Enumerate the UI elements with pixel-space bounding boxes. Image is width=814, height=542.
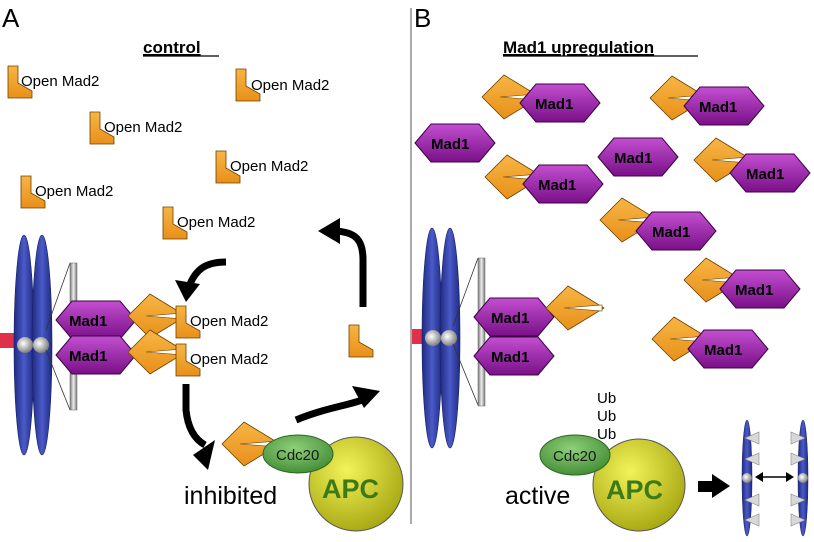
open-mad2-label: Open Mad2 (21, 73, 99, 90)
arrow-release-up (294, 386, 380, 424)
kinetochore-plate-b (477, 257, 486, 407)
inhibited-label: inhibited (184, 482, 277, 510)
mad1-label: Mad1 (699, 99, 737, 116)
panel-b-title: Mad1 upregulation (503, 38, 654, 57)
zoom-line-bottom (45, 349, 71, 411)
double-arrow (755, 472, 794, 482)
open-mad2-free-5: Open Mad2 (20, 175, 113, 209)
zoom-line-top (45, 262, 71, 331)
open-mad2-label: Open Mad2 (35, 183, 113, 200)
mad1-label: Mad1 (491, 310, 529, 327)
chromosome-b (421, 227, 461, 449)
cdc20-label: Cdc20 (553, 448, 596, 465)
mad1-free-1: Mad1 (414, 123, 496, 163)
arrow-to-anaphase (698, 474, 730, 498)
mad1-label: Mad1 (69, 313, 107, 330)
cdc20-label: Cdc20 (276, 447, 319, 464)
open-mad2-kinetochore-top: Open Mad2 (175, 305, 268, 339)
separating-chromatid-right (790, 419, 809, 537)
mad1-free-2: Mad1 (597, 137, 679, 177)
open-mad2-free-3: Open Mad2 (89, 111, 182, 145)
apc-label: APC (606, 475, 663, 505)
mad1-mad2-free-6: Mad1 (683, 257, 801, 309)
mad1-label: Mad1 (652, 224, 690, 241)
mad1-mad2-free-1: Mad1 (481, 74, 601, 123)
open-mad2-free-2: Open Mad2 (235, 68, 329, 102)
zoom-line-top-b (452, 257, 479, 327)
mad1-mad2-free-3: Mad1 (484, 154, 604, 204)
apc-active: APC (592, 438, 686, 532)
mad1-label: Mad1 (69, 348, 107, 365)
kinetochore-red-bar (0, 333, 18, 348)
active-label: active (505, 482, 570, 510)
arrow-down-to-cdc20 (182, 384, 215, 470)
mad1-mad2-kinetochore-top: Mad1 (55, 293, 187, 340)
mad1-mad2-free-7: Mad1 (651, 316, 769, 369)
ub-label: Ub (597, 390, 616, 407)
apc-label: APC (322, 474, 379, 504)
open-mad2-kinetochore-bottom: Open Mad2 (175, 343, 268, 377)
ub-label: Ub (597, 426, 616, 443)
open-mad2-label: Open Mad2 (177, 214, 255, 231)
separating-chromatid-left (741, 419, 760, 537)
apc-inhibited: APC (308, 436, 404, 532)
arrow-into-kinetochore (175, 258, 227, 302)
open-mad2-label: Open Mad2 (190, 313, 268, 330)
open-mad2-free-6: Open Mad2 (162, 206, 255, 240)
ub-label: Ub (597, 408, 616, 425)
open-mad2-label: Open Mad2 (230, 158, 308, 175)
cdc20-inhibited: Cdc20 (262, 434, 334, 474)
open-mad2-label: Open Mad2 (104, 119, 182, 136)
panel-a-letter: A (2, 3, 20, 33)
mad1-mad2-free-5: Mad1 (599, 197, 717, 251)
panel-b: B Mad1 upregulation Mad1 Mad1 Mad1 Mad1 … (412, 3, 811, 537)
mad1-label: Mad1 (491, 349, 529, 366)
panel-a-title: control (143, 38, 201, 57)
zoom-line-bottom-b (452, 343, 479, 406)
open-mad2-free-4: Open Mad2 (215, 150, 308, 184)
open-mad2-label: Open Mad2 (190, 351, 268, 368)
mad1-label: Mad1 (746, 166, 784, 183)
mad1-label: Mad1 (735, 282, 773, 299)
mad1-kinetochore-b-bottom: Mad1 (473, 336, 555, 376)
mad1-mad2-kinetochore-bottom: Mad1 (55, 329, 187, 375)
mad1-label: Mad1 (704, 342, 742, 359)
ub-chain: Ub Ub Ub (597, 390, 616, 443)
open-mad2-released (348, 324, 374, 358)
panel-a: A control Open Mad2 Open Mad2 Open Mad2 … (0, 3, 404, 532)
mad1-label: Mad1 (614, 150, 652, 167)
mad1-label: Mad1 (535, 96, 573, 113)
open-mad2-label: Open Mad2 (251, 77, 329, 94)
mad1-label: Mad1 (431, 136, 469, 153)
arrow-return-up (318, 218, 367, 307)
mad1-mad2-free-4: Mad1 (693, 137, 811, 193)
panel-b-letter: B (414, 3, 431, 33)
cdc20-active: Cdc20 (539, 434, 611, 476)
mad1-mad2-kinetochore-b-top: Mad1 (473, 285, 605, 337)
mad1-label: Mad1 (538, 177, 576, 194)
chromosome-a (13, 234, 53, 456)
mad1-mad2-free-2: Mad1 (649, 75, 765, 126)
open-mad2-free-1: Open Mad2 (7, 65, 99, 99)
